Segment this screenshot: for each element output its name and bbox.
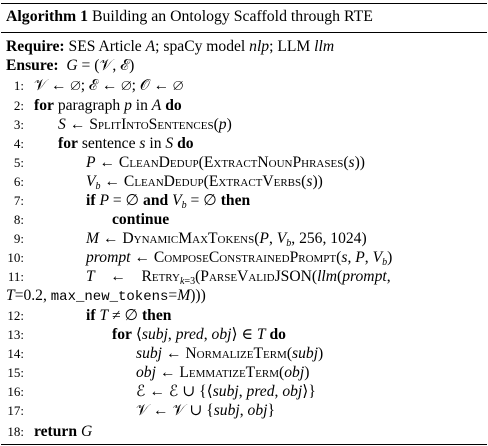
line-text: for paragraph p in A do — [34, 97, 182, 114]
algorithm-caption: Algorithm 1 Building an Ontology Scaffol… — [0, 6, 488, 28]
algorithm-label: Algorithm 1 — [6, 8, 89, 25]
algo-line-13: 13: for ⟨subj, pred, obj⟩ ∈ T do — [0, 324, 488, 346]
algo-line-11-continued: T=0.2, max_new_tokens=M))) — [0, 285, 488, 307]
keyword-if: if — [86, 192, 96, 209]
keyword-for: for — [34, 97, 54, 114]
line-number: 9: — [13, 231, 24, 246]
keyword-for: for — [58, 135, 78, 152]
keyword-then: then — [141, 307, 172, 324]
line-text: subj ← NormalizeTerm(subj) — [136, 345, 324, 362]
line-number: 18: — [7, 424, 24, 439]
line-number: 5: — [13, 155, 24, 170]
algo-line-15: 15: obj ← LemmatizeTerm(obj) — [0, 362, 488, 384]
algo-line-5: 5: P ← CleanDedup(ExtractNounPhrases(s)) — [0, 152, 488, 174]
algo-line-4: 4: for sentence s in S do — [0, 133, 488, 155]
line-text: 𝒱 ← ∅; ℰ ← ∅; 𝒪 ← ∅ — [34, 77, 184, 94]
algo-line-10: 10: prompt ← ComposeConstrainedPrompt(s,… — [0, 247, 488, 269]
keyword-return: return — [34, 423, 78, 440]
line-number: 10: — [7, 250, 24, 265]
line-text: return G — [34, 421, 92, 443]
line-number: 3: — [13, 117, 24, 132]
top-rule — [1, 3, 487, 4]
line-number: 17: — [7, 403, 24, 418]
algo-line-3: 3: S ← SplitIntoSentences(p) — [0, 114, 488, 136]
ensure-text: G = (𝒱, ℰ) — [66, 57, 135, 74]
line-text: 𝒱 ← 𝒱 ∪ {subj, obj} — [136, 402, 275, 419]
line-number: 14: — [7, 346, 24, 361]
line-number: 4: — [13, 136, 24, 151]
require-keyword: Require: — [6, 38, 65, 55]
line-text: if T ≠ ∅ then — [86, 307, 172, 324]
line-text: for ⟨subj, pred, obj⟩ ∈ T do — [112, 326, 286, 343]
line-text: M ← DynamicMaxTokens(P, Vb, 256, 1024) — [86, 230, 367, 249]
line-text: prompt ← ComposeConstrainedPrompt(s, P, … — [86, 249, 393, 268]
line-text: obj ← LemmatizeTerm(obj) — [136, 364, 310, 381]
keyword-for: for — [112, 326, 132, 343]
line-text: T ← Retryk=3(ParseValidJSON(llm(prompt, — [86, 268, 391, 287]
algo-line-2: 2: for paragraph p in A do — [0, 95, 488, 117]
line-number: 15: — [7, 365, 24, 380]
line-number: 7: — [13, 193, 24, 208]
require-text: SES Article A; spaCy model nlp; LLM llm — [68, 38, 335, 55]
line-number: 6: — [13, 174, 24, 189]
keyword-do: do — [269, 326, 286, 343]
algo-line-17: 17: 𝒱 ← 𝒱 ∪ {subj, obj} — [0, 400, 488, 422]
algo-line-14: 14: subj ← NormalizeTerm(subj) — [0, 343, 488, 365]
line-text: if P = ∅ and Vb = ∅ then — [86, 192, 251, 211]
algorithm-title: Building an Ontology Scaffold through RT… — [92, 8, 373, 25]
line-text: Vb ← CleanDedup(ExtractVerbs(s)) — [86, 173, 323, 192]
line-text: T=0.2, max_new_tokens=M))) — [6, 287, 206, 305]
algo-line-1: 1: 𝒱 ← ∅; ℰ ← ∅; 𝒪 ← ∅ — [0, 75, 488, 97]
ensure-line: Ensure: G = (𝒱, ℰ) — [0, 55, 488, 77]
keyword-then: then — [220, 192, 251, 209]
line-number: 2: — [13, 98, 24, 113]
keyword-if: if — [86, 307, 96, 324]
return-value: G — [80, 423, 93, 440]
algo-line-8: 8: continue — [0, 209, 488, 231]
caption-rule — [1, 32, 487, 33]
line-number: 8: — [13, 212, 24, 227]
require-line: Require: SES Article A; spaCy model nlp;… — [0, 36, 488, 58]
algo-line-11: 11: T ← Retryk=3(ParseValidJSON(llm(prom… — [0, 266, 488, 288]
bottom-rule — [1, 444, 487, 445]
algo-line-7: 7: if P = ∅ and Vb = ∅ then — [0, 190, 488, 212]
keyword-do: do — [165, 97, 182, 114]
line-text: P ← CleanDedup(ExtractNounPhrases(s)) — [86, 154, 365, 171]
ensure-keyword: Ensure: — [6, 57, 59, 74]
algo-line-16: 16: ℰ ← ℰ ∪ {⟨subj, pred, obj⟩} — [0, 381, 488, 403]
keyword-do: do — [177, 135, 194, 152]
line-number: 12: — [7, 308, 24, 323]
line-text: for sentence s in S do — [58, 135, 194, 152]
line-number: 16: — [7, 384, 24, 399]
line-text: ℰ ← ℰ ∪ {⟨subj, pred, obj⟩} — [136, 383, 316, 400]
line-number: 11: — [7, 269, 24, 284]
algo-line-12: 12: if T ≠ ∅ then — [0, 305, 488, 327]
keyword-continue: continue — [112, 211, 170, 228]
line-number: 1: — [13, 78, 24, 93]
algo-line-18: 18: return G — [0, 421, 488, 443]
algo-line-6: 6: Vb ← CleanDedup(ExtractVerbs(s)) — [0, 171, 488, 193]
line-number: 13: — [7, 327, 24, 342]
line-text: S ← SplitIntoSentences(p) — [58, 116, 232, 133]
algo-line-9: 9: M ← DynamicMaxTokens(P, Vb, 256, 1024… — [0, 228, 488, 250]
